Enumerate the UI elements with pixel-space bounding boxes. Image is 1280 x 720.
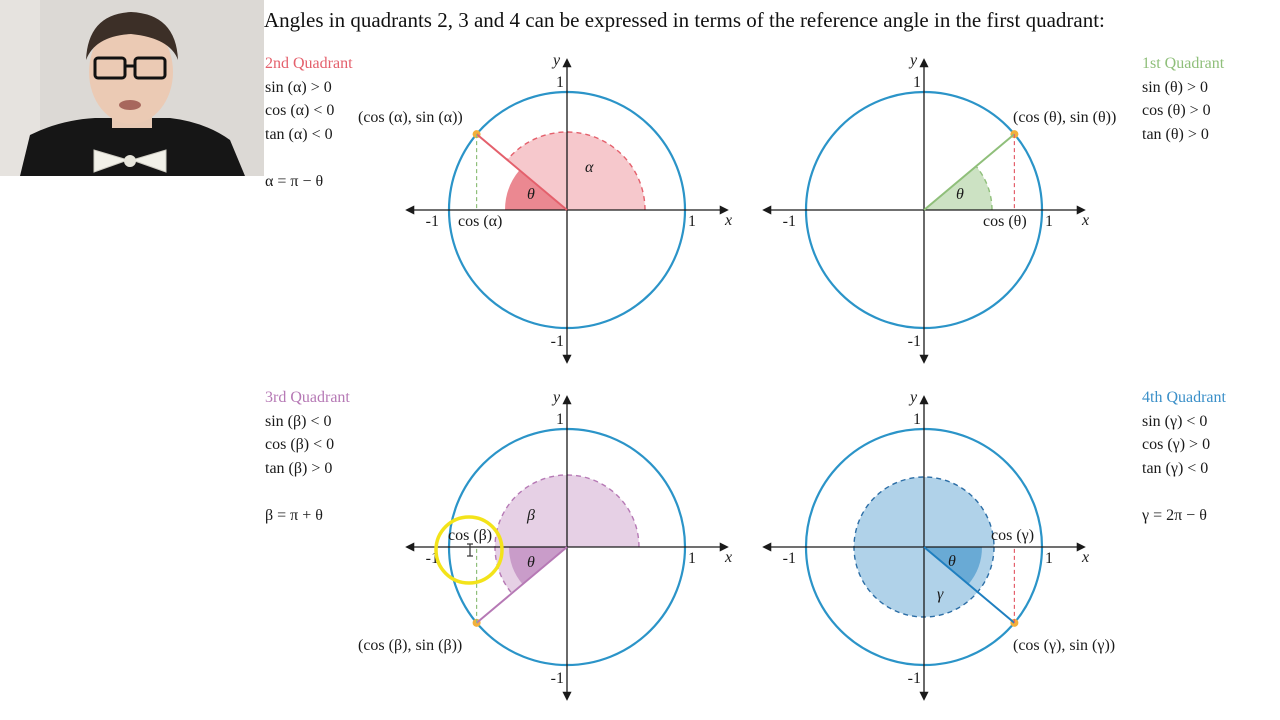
q3-title: 3rd Quadrant bbox=[265, 389, 350, 406]
y-tick-neg1: -1 bbox=[551, 670, 564, 687]
cos-label: cos (θ) bbox=[983, 213, 1027, 230]
y-tick-1: 1 bbox=[556, 74, 564, 91]
x-tick-neg1: -1 bbox=[783, 213, 796, 230]
q4-unit-circle: x y 1 -1 1 -1 θγ (cos (γ), sin (γ)) cos (γ) bbox=[762, 389, 1115, 701]
q2-cos-line: cos (α) < 0 bbox=[265, 102, 335, 119]
x-tick-1: 1 bbox=[1045, 550, 1053, 567]
x-tick-neg1: -1 bbox=[783, 550, 796, 567]
point-label: (cos (β), sin (β)) bbox=[358, 637, 462, 654]
page-title: Angles in quadrants 2, 3 and 4 can be ex… bbox=[264, 8, 1105, 32]
y-tick-neg1: -1 bbox=[908, 333, 921, 350]
q1-tan-line: tan (θ) > 0 bbox=[1142, 125, 1209, 143]
x-tick-neg1: -1 bbox=[426, 213, 439, 230]
q4-panel: 4th Quadrant sin (γ) < 0 cos (γ) > 0 tan… bbox=[1142, 386, 1226, 527]
q1-unit-circle: x y 1 -1 1 -1 θ (cos (θ), sin (θ)) cos (θ) bbox=[762, 52, 1116, 364]
q4-title: 4th Quadrant bbox=[1142, 389, 1226, 406]
q4-formula: γ = 2π − θ bbox=[1142, 506, 1207, 524]
gamma-label: γ bbox=[937, 586, 944, 603]
q3-panel: 3rd Quadrant sin (β) < 0 cos (β) < 0 tan… bbox=[265, 386, 350, 527]
theta-sector bbox=[505, 170, 567, 210]
q2-tan-line: tan (α) < 0 bbox=[265, 125, 333, 143]
theta-label: θ bbox=[956, 186, 964, 203]
y-tick-1: 1 bbox=[913, 411, 921, 428]
text-cursor-icon bbox=[467, 543, 473, 557]
y-axis-label: y bbox=[551, 389, 561, 406]
q4-tan-line: tan (γ) < 0 bbox=[1142, 459, 1209, 477]
y-axis-label: y bbox=[551, 52, 561, 69]
x-axis-label: x bbox=[724, 212, 732, 229]
x-tick-1: 1 bbox=[688, 550, 696, 567]
q1-sin-line: sin (θ) > 0 bbox=[1142, 78, 1209, 96]
x-axis-label: x bbox=[724, 549, 732, 566]
x-axis-label: x bbox=[1081, 212, 1089, 229]
q2-unit-circle: x y 1 -1 1 -1 α θ (cos (α), sin (α)) cos (α) bbox=[358, 52, 732, 364]
x-tick-1: 1 bbox=[1045, 213, 1053, 230]
y-axis-label: y bbox=[908, 52, 918, 69]
theta-label: θ bbox=[948, 553, 956, 570]
beta-arc bbox=[494, 474, 640, 594]
alpha-arc bbox=[506, 131, 646, 211]
q3-sin-line: sin (β) < 0 bbox=[265, 412, 332, 430]
cos-label: cos (α) bbox=[458, 213, 502, 230]
x-tick-1: 1 bbox=[688, 213, 696, 230]
y-tick-neg1: -1 bbox=[551, 333, 564, 350]
alpha-label: α bbox=[585, 159, 594, 176]
q2-title: 2nd Quadrant bbox=[265, 55, 353, 72]
q3-cos-line: cos (β) < 0 bbox=[265, 436, 335, 453]
point-label: (cos (α), sin (α)) bbox=[358, 109, 463, 126]
webcam-video bbox=[0, 0, 264, 176]
q3-tan-line: tan (β) > 0 bbox=[265, 459, 333, 477]
y-tick-1: 1 bbox=[913, 74, 921, 91]
cos-label: cos (β) bbox=[448, 527, 492, 544]
x-axis-label: x bbox=[1081, 549, 1089, 566]
theta-label: θ bbox=[527, 186, 535, 203]
terminal-ray bbox=[923, 546, 1016, 624]
q1-cos-line: cos (θ) > 0 bbox=[1142, 102, 1211, 119]
theta-sector bbox=[509, 547, 567, 585]
q1-panel: 1st Quadrant sin (θ) > 0 cos (θ) > 0 tan… bbox=[1142, 52, 1224, 146]
beta-label: β bbox=[526, 507, 535, 524]
q3-formula: β = π + θ bbox=[265, 506, 323, 524]
terminal-ray bbox=[475, 133, 568, 211]
y-axis-label: y bbox=[908, 389, 918, 406]
q1-title: 1st Quadrant bbox=[1142, 55, 1225, 72]
q2-formula: α = π − θ bbox=[265, 172, 324, 190]
terminal-ray bbox=[923, 133, 1016, 211]
y-tick-1: 1 bbox=[556, 411, 564, 428]
theta-label: θ bbox=[527, 554, 535, 571]
point-label: (cos (θ), sin (θ)) bbox=[1013, 109, 1116, 126]
alpha-sector bbox=[507, 131, 645, 210]
q4-cos-line: cos (γ) > 0 bbox=[1142, 436, 1211, 453]
cos-label: cos (γ) bbox=[991, 527, 1034, 544]
q3-unit-circle: xy1-11-1βθ(cos (β), sin (β))cos (β) bbox=[358, 389, 732, 701]
point-label: (cos (γ), sin (γ)) bbox=[1013, 637, 1115, 654]
theta-sector bbox=[924, 547, 982, 585]
q2-panel: 2nd Quadrant sin (α) > 0 cos (α) < 0 tan… bbox=[265, 52, 353, 193]
cursor-highlight bbox=[434, 515, 504, 585]
y-tick-neg1: -1 bbox=[908, 670, 921, 687]
q2-sin-line: sin (α) > 0 bbox=[265, 78, 332, 96]
theta-sector bbox=[924, 166, 992, 210]
q4-sin-line: sin (γ) < 0 bbox=[1142, 412, 1208, 430]
terminal-ray bbox=[475, 546, 568, 624]
